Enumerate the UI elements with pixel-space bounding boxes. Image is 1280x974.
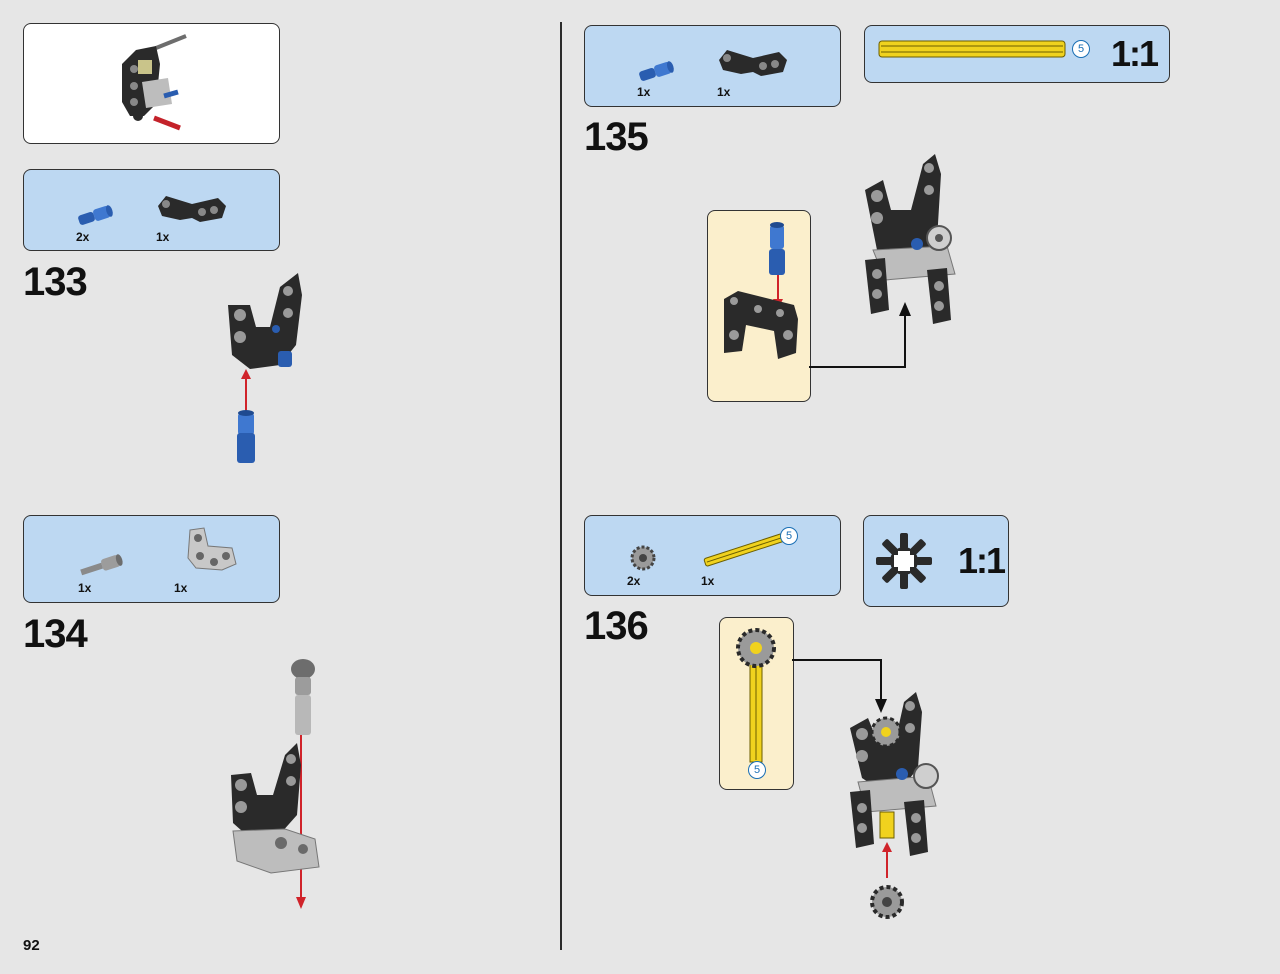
page-number: 92 xyxy=(23,937,40,954)
blue-axle-pin-icon xyxy=(78,205,113,225)
part-quantity: 1x xyxy=(637,85,651,99)
yellow-axle-icon xyxy=(878,40,1066,58)
grey-axle-pin-icon xyxy=(80,554,123,576)
step-136-main-model xyxy=(850,692,939,919)
step-136-sub-assembly: 5 xyxy=(719,617,794,790)
step-133-illustration xyxy=(228,273,302,463)
previous-result-panel xyxy=(23,23,280,144)
step-136-connector-arrow xyxy=(792,659,887,713)
axle-length-indicator: 5 xyxy=(780,527,798,545)
step-135-main-model xyxy=(865,154,956,324)
step-number: 135 xyxy=(584,115,649,159)
step-133-parts-list: 2x 1x xyxy=(23,169,280,251)
blue-axle-pin-icon xyxy=(639,61,674,81)
black-bent-beam-icon xyxy=(719,50,787,76)
grey-gear-icon xyxy=(630,545,656,571)
step-135-sub-assembly xyxy=(707,210,811,402)
part-quantity: 2x xyxy=(627,574,641,588)
part-quantity: 1x xyxy=(717,85,731,99)
scale-label: 1:1 xyxy=(1111,33,1159,74)
black-bent-beam-icon xyxy=(158,196,226,222)
part-quantity: 1x xyxy=(701,574,715,588)
step-134-parts-list: 1x 1x xyxy=(23,515,280,603)
step-135-parts-list: 1x 1x xyxy=(584,25,841,107)
axle-length-indicator: 5 xyxy=(1072,40,1090,58)
step-135-scale-guide: 5 1:1 xyxy=(864,25,1170,83)
step-135-connector-arrow xyxy=(809,302,911,368)
yellow-axle-icon xyxy=(703,533,785,567)
step-number: 133 xyxy=(23,260,88,304)
sub-assembly-illustration xyxy=(724,222,798,359)
gear-scale-icon xyxy=(876,533,932,589)
step-134-illustration xyxy=(231,659,320,909)
step-number: 136 xyxy=(584,604,649,648)
page-divider xyxy=(560,22,562,950)
scale-label: 1:1 xyxy=(958,540,1006,581)
previous-assembly-illustration xyxy=(122,34,187,131)
step-136-parts-list: 2x 5 1x xyxy=(584,515,841,596)
gear-axle-assembly-illustration xyxy=(736,628,776,763)
grey-triangle-beam-icon xyxy=(187,527,237,571)
part-quantity: 2x xyxy=(76,230,90,244)
part-quantity: 1x xyxy=(156,230,170,244)
part-quantity: 1x xyxy=(78,581,92,595)
axle-length-indicator: 5 xyxy=(748,761,766,779)
part-quantity: 1x xyxy=(174,581,188,595)
step-136-scale-guide: 1:1 xyxy=(863,515,1009,607)
step-number: 134 xyxy=(23,612,88,656)
